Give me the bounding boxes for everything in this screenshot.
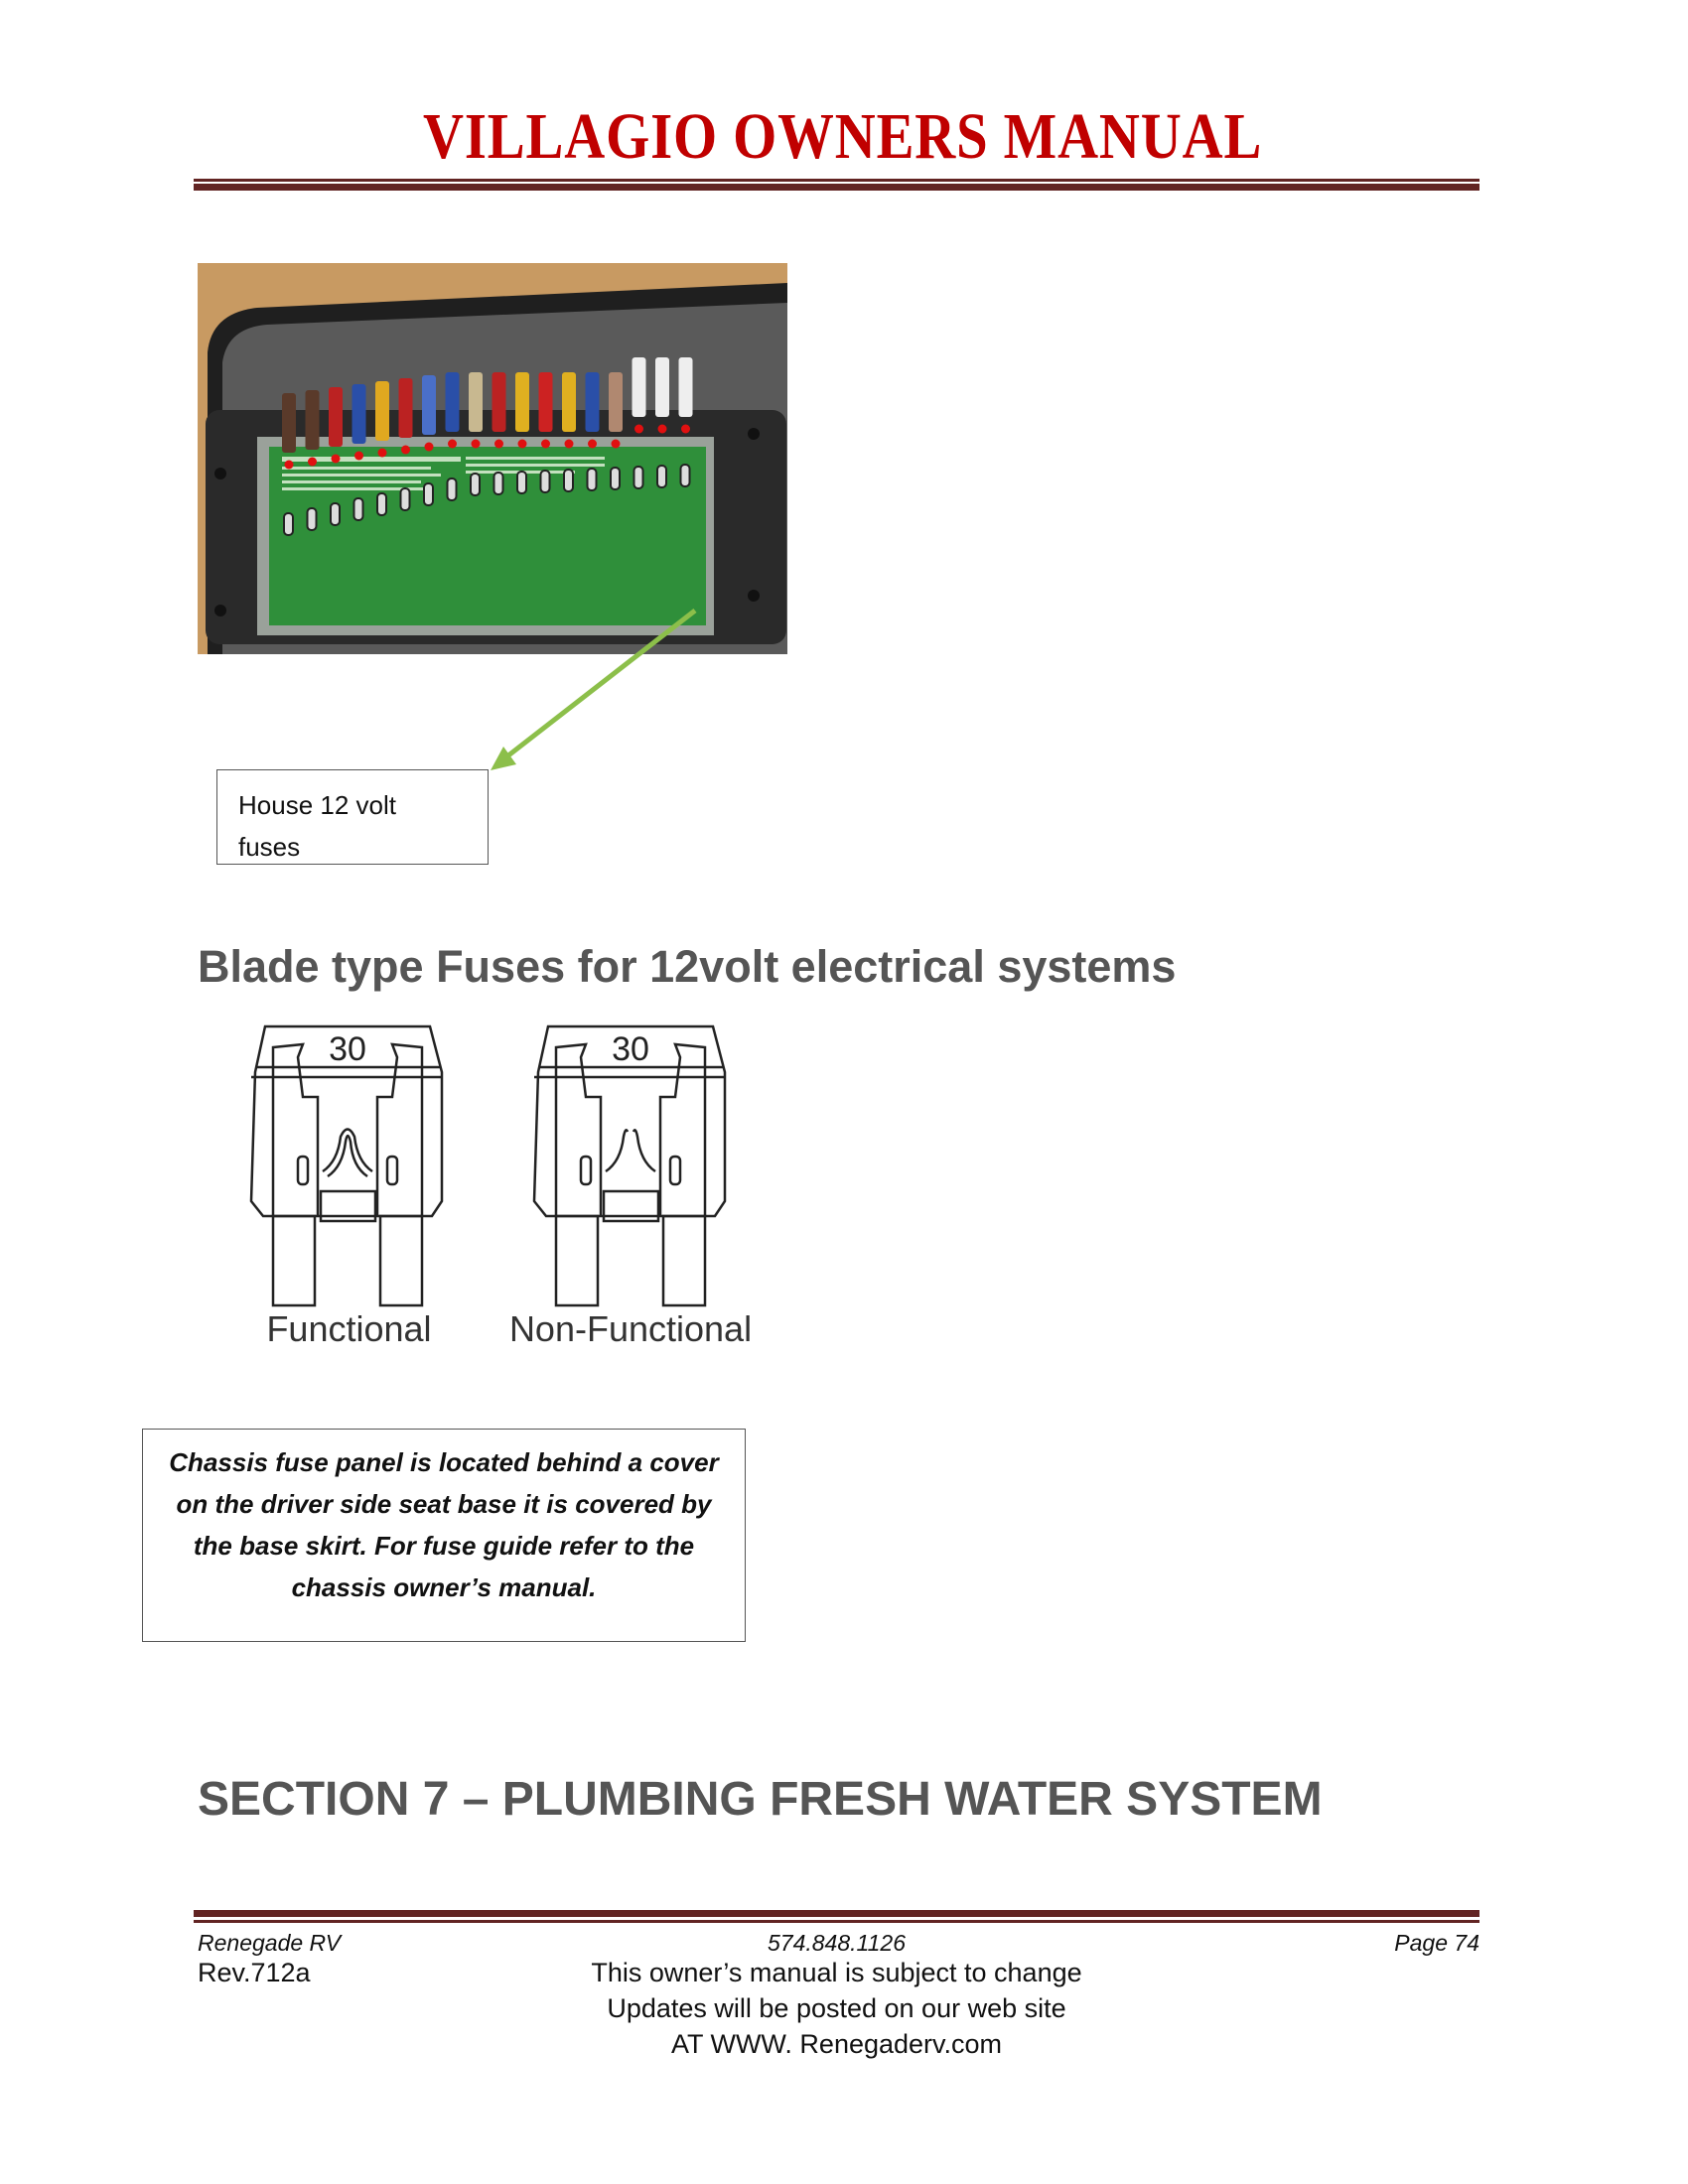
photo-fuse: [678, 357, 693, 417]
fuse-rating: 30: [329, 1030, 366, 1068]
footer-page-number: Page 74: [1394, 1930, 1479, 1956]
photo-led: [611, 439, 621, 449]
functional-fuse-diagram: 30: [249, 1024, 444, 1307]
footer-company: Renegade RV: [198, 1930, 342, 1956]
photo-led: [424, 442, 434, 452]
fuse-panel-photo: [198, 263, 787, 654]
note-line: chassis owner’s manual.: [291, 1572, 597, 1602]
photo-fuse: [445, 372, 460, 432]
photo-terminal: [352, 497, 364, 521]
photo-led: [354, 451, 363, 461]
functional-label: Functional: [266, 1308, 432, 1349]
section-7-heading: SECTION 7 – PLUMBING FRESH WATER SYSTEM: [198, 1773, 1323, 1826]
note-line: Chassis fuse panel is located behind a c…: [169, 1447, 719, 1477]
photo-led: [284, 460, 294, 470]
photo-terminal: [492, 472, 504, 495]
footer-revision: Rev.712a: [198, 1958, 311, 1987]
photo-fuse: [329, 387, 343, 447]
photo-fuse: [655, 357, 669, 417]
note-line: the base skirt. For fuse guide refer to …: [193, 1531, 695, 1561]
photo-fuse: [585, 372, 600, 432]
photo-led: [494, 439, 503, 449]
photo-terminal: [470, 473, 481, 496]
photo-fuse: [282, 393, 296, 453]
photo-fuse: [538, 372, 553, 432]
photo-led: [681, 424, 690, 434]
footer-rule-thin: [194, 1920, 1479, 1923]
photo-led: [471, 439, 481, 449]
photo-terminal: [656, 465, 667, 488]
photo-fuse: [422, 375, 436, 435]
photo-terminal: [539, 470, 551, 493]
photo-fuse: [632, 357, 646, 417]
photo-terminal: [610, 467, 621, 490]
photo-terminal: [516, 471, 527, 494]
footer-website: AT WWW. Renegaderv.com: [670, 2029, 1003, 2059]
photo-led: [448, 439, 457, 449]
house-fuses-callout: House 12 volt fuses: [216, 769, 489, 865]
photo-fuse: [492, 372, 506, 432]
blade-fuses-heading: Blade type Fuses for 12volt electrical s…: [198, 941, 1177, 992]
photo-terminal: [330, 502, 341, 526]
photo-terminal: [446, 478, 458, 501]
footer-notice-line: Updates will be posted on our web site: [607, 1993, 1066, 2023]
photo-led: [588, 439, 597, 449]
photo-terminal: [633, 466, 644, 489]
photo-fuse: [562, 372, 576, 432]
photo-fuse: [515, 372, 529, 432]
photo-led: [517, 439, 527, 449]
chassis-fuse-note: Chassis fuse panel is located behind a c…: [142, 1429, 746, 1642]
photo-fuse: [352, 384, 366, 444]
header-rule-thick: [194, 184, 1479, 191]
callout-line: fuses: [238, 832, 301, 862]
non-functional-fuse-diagram: 30: [532, 1024, 727, 1307]
non-functional-label: Non-Functional: [508, 1308, 753, 1349]
photo-fuse: [375, 381, 389, 441]
photo-led: [308, 457, 317, 467]
photo-led: [401, 445, 410, 455]
footer-phone: 574.848.1126: [768, 1930, 906, 1956]
photo-terminal: [399, 487, 411, 511]
photo-led: [331, 454, 341, 464]
photo-terminal: [423, 482, 434, 506]
photo-terminal: [283, 512, 294, 536]
note-line: on the driver side seat base it is cover…: [176, 1489, 712, 1519]
header-rule-thin: [194, 179, 1479, 182]
photo-led: [541, 439, 550, 449]
photo-terminal: [586, 468, 598, 491]
footer-notice-line: This owner’s manual is subject to change: [591, 1958, 1082, 1987]
photo-fuse: [609, 372, 623, 432]
photo-led: [657, 424, 667, 434]
photo-terminal: [679, 464, 691, 487]
photo-terminal: [563, 469, 574, 492]
photo-terminal: [376, 492, 387, 516]
photo-led: [634, 424, 643, 434]
photo-terminal: [306, 507, 318, 531]
footer-rule-thick: [194, 1910, 1479, 1917]
photo-led: [377, 448, 387, 458]
photo-led: [564, 439, 574, 449]
callout-line: House 12 volt: [238, 790, 396, 820]
photo-fuse: [305, 390, 320, 450]
photo-fuse: [469, 372, 483, 432]
manual-title: VILLAGIO OWNERS MANUAL: [423, 100, 1263, 173]
fuse-rating: 30: [612, 1030, 649, 1068]
photo-fuse: [398, 378, 413, 438]
